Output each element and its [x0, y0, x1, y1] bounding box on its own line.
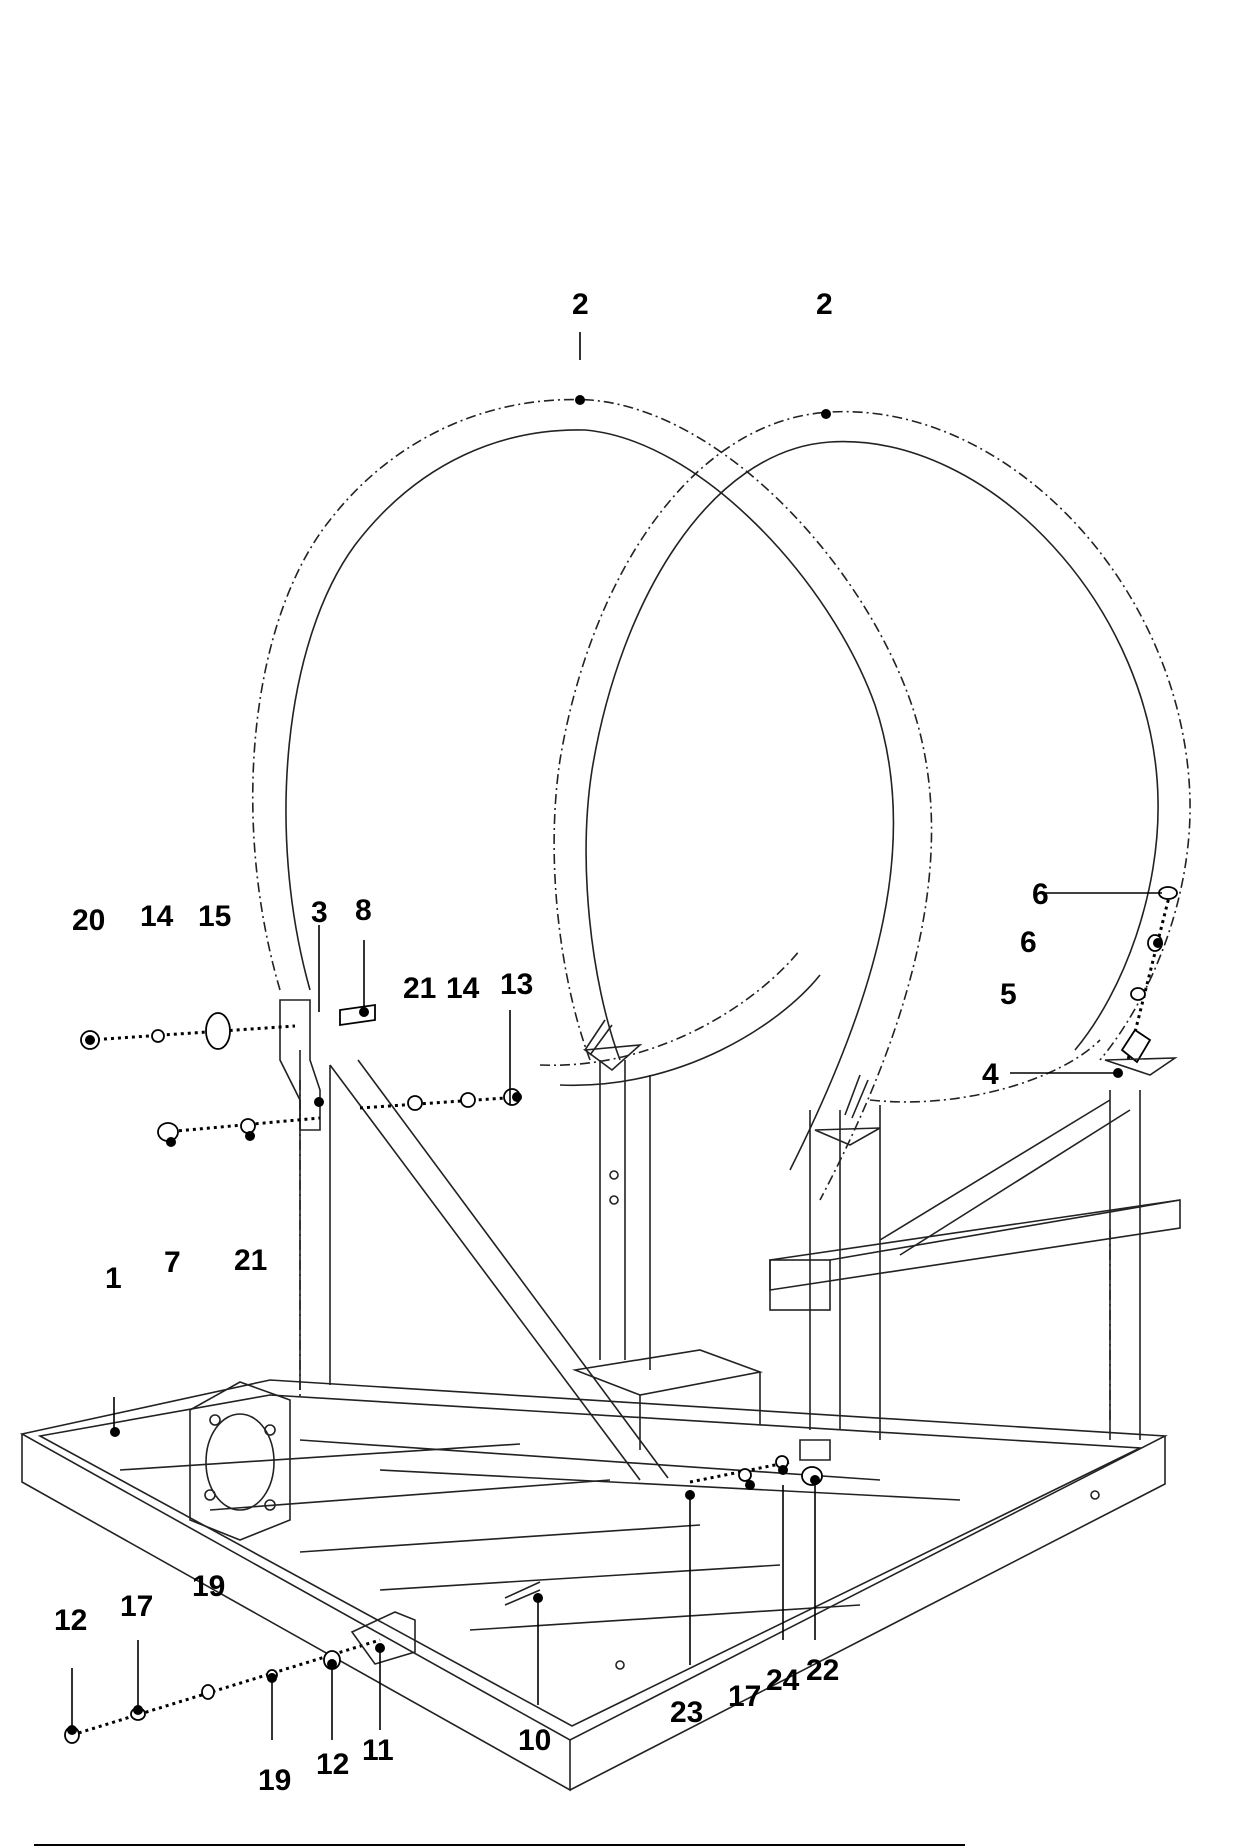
center-post — [571, 1060, 763, 1450]
hoop-bracket — [279, 999, 321, 1131]
hardware-row-mid-left — [157, 1088, 521, 1142]
left-hoop — [252, 398, 933, 1201]
callout-19-bot: 19 — [258, 1764, 291, 1797]
callout-19-top: 19 — [192, 1570, 225, 1603]
hardware-row-top-left — [80, 1003, 376, 1050]
callout-20: 20 — [72, 904, 105, 937]
callout-8: 8 — [355, 894, 372, 927]
callout-4: 4 — [982, 1058, 999, 1091]
callout-7: 7 — [164, 1246, 181, 1279]
callout-3: 3 — [311, 896, 328, 929]
callout-12-bot: 12 — [316, 1748, 349, 1781]
callout-6-top: 6 — [1032, 878, 1049, 911]
callout-12-left: 12 — [54, 1604, 87, 1637]
hardware-row-bottom-left — [64, 1611, 416, 1744]
callout-17-left: 17 — [120, 1590, 153, 1623]
callout-17-right: 17 — [728, 1680, 761, 1713]
callout-14-mid: 14 — [446, 972, 480, 1005]
callout-14-top: 14 — [140, 900, 174, 933]
right-hoop — [553, 410, 1191, 1103]
center-bolt — [504, 1581, 541, 1606]
callout-6-mid: 6 — [1020, 926, 1037, 959]
callout-23: 23 — [670, 1696, 703, 1729]
leader-dots — [67, 395, 1163, 1735]
callout-15: 15 — [198, 900, 231, 933]
callout-24: 24 — [766, 1664, 800, 1697]
callout-22: 22 — [806, 1654, 839, 1687]
callout-2-right: 2 — [816, 288, 833, 321]
callout-5: 5 — [1000, 978, 1017, 1011]
hardware-row-center — [689, 1439, 831, 1486]
right-upright — [615, 1090, 1181, 1670]
callout-2-left: 2 — [572, 288, 589, 321]
callout-10: 10 — [518, 1724, 551, 1757]
hardware-row-right-hoop — [1120, 886, 1178, 1064]
callout-21-mid: 21 — [234, 1244, 267, 1277]
hitch-plate — [189, 1381, 291, 1541]
callout-11: 11 — [362, 1734, 394, 1767]
callout-labels: 2 2 20 14 15 3 8 21 14 13 6 6 5 4 1 7 21… — [54, 288, 1049, 1797]
callout-1: 1 — [105, 1262, 122, 1295]
hoop-end-bolts — [582, 1019, 1178, 1146]
callout-13: 13 — [500, 968, 533, 1001]
leader-lines — [71, 332, 1162, 1740]
callout-21-top: 21 — [403, 972, 436, 1005]
